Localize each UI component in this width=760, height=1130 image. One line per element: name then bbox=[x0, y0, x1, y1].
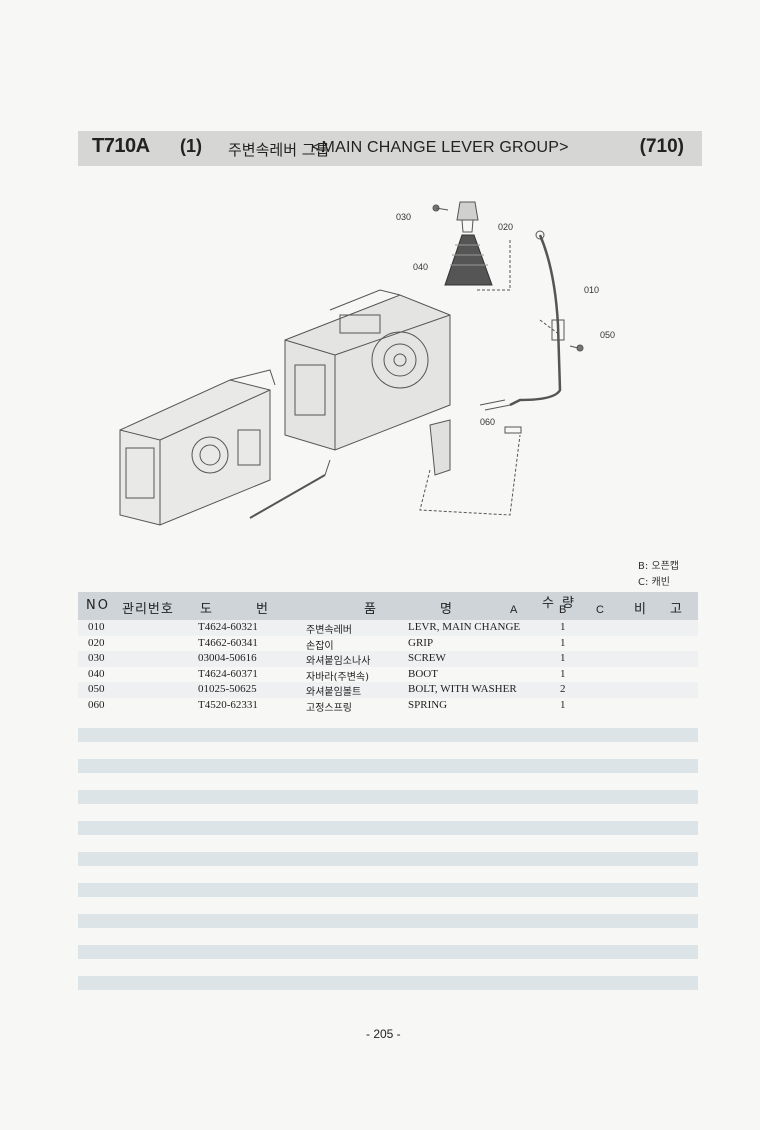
empty-band bbox=[78, 790, 698, 804]
row-qty-b: 2 bbox=[560, 683, 566, 695]
table-row: 030 03004-50616 와셔붙임소나사 SCREW 1 bbox=[78, 651, 698, 667]
header-quantity: 수량 bbox=[542, 596, 582, 611]
row-name-korean: 자바라(주변속) bbox=[306, 671, 370, 683]
header-remarks-1: 비 bbox=[634, 602, 646, 617]
row-qty-b: 1 bbox=[560, 636, 566, 649]
row-qty-b: 1 bbox=[560, 667, 566, 680]
lever-010-drawing bbox=[509, 230, 565, 407]
empty-band bbox=[78, 852, 698, 866]
row-no: 010 bbox=[88, 621, 105, 633]
callout-060: 060 bbox=[480, 417, 495, 427]
header-part-number-1: 도 bbox=[200, 602, 212, 617]
parts-table-body: 010 T4624-60321 주변속레버 LEVR, MAIN CHANGE … bbox=[78, 620, 698, 714]
empty-band bbox=[78, 883, 698, 897]
bolt-050-drawing bbox=[569, 344, 584, 352]
header-management-number: 관리번호 bbox=[122, 602, 174, 617]
row-no: 030 bbox=[88, 652, 105, 664]
title-bar: T710A (1) 주변속레버 그룹 <MAIN CHANGE LEVER GR… bbox=[78, 131, 702, 166]
header-part-name-2: 명 bbox=[440, 602, 452, 617]
callout-050: 050 bbox=[600, 330, 615, 340]
table-row: 050 01025-50625 와셔붙임볼트 BOLT, WITH WASHER… bbox=[78, 682, 698, 698]
header-qty-c: C bbox=[596, 604, 604, 616]
row-name-english: BOOT bbox=[408, 667, 438, 680]
empty-band bbox=[78, 728, 698, 742]
row-no: 060 bbox=[88, 698, 105, 711]
row-no: 050 bbox=[88, 683, 105, 695]
callout-020: 020 bbox=[498, 222, 513, 232]
header-part-name-1: 품 bbox=[364, 602, 376, 617]
row-name-english: SCREW bbox=[408, 652, 446, 664]
legend-c: C: 캐빈 bbox=[638, 577, 670, 588]
table-row: 040 T4624-60371 자바라(주변속) BOOT 1 bbox=[78, 666, 698, 683]
row-name-korean: 주변속레버 bbox=[306, 625, 352, 636]
row-name-korean: 와셔붙임볼트 bbox=[306, 687, 362, 698]
row-name-english: BOLT, WITH WASHER bbox=[408, 683, 517, 695]
row-no: 040 bbox=[88, 667, 105, 680]
group-number: (710) bbox=[639, 136, 684, 157]
callout-040: 040 bbox=[413, 262, 428, 272]
empty-band bbox=[78, 914, 698, 928]
table-row: 020 T4662-60341 손잡이 GRIP 1 bbox=[78, 635, 698, 652]
boot-040-drawing bbox=[444, 234, 493, 286]
row-part-number: T4662-60341 bbox=[198, 636, 258, 649]
row-no: 020 bbox=[88, 636, 105, 649]
header-qty-b: B bbox=[559, 604, 567, 616]
parts-table-header: NO 관리번호 도 번 품 명 수량 A B C 비 고 bbox=[78, 592, 698, 620]
empty-band bbox=[78, 945, 698, 959]
row-name-korean: 와셔붙임소나사 bbox=[306, 656, 371, 667]
legend-b: B: 오픈캡 bbox=[638, 561, 680, 572]
header-part-number-2: 번 bbox=[256, 602, 268, 617]
grip-020-drawing bbox=[456, 201, 479, 233]
model-code: T710A bbox=[92, 135, 150, 157]
spring-060-drawing bbox=[429, 399, 522, 476]
title-english: <MAIN CHANGE LEVER GROUP> bbox=[312, 139, 569, 156]
page-number: - 205 - bbox=[366, 1027, 401, 1041]
row-part-number: T4624-60371 bbox=[198, 667, 258, 680]
row-part-number: 01025-50625 bbox=[198, 683, 257, 695]
exploded-parts-diagram: 030 020 040 010 050 060 bbox=[119, 201, 615, 526]
header-no: NO bbox=[86, 598, 110, 613]
section-number: (1) bbox=[180, 136, 202, 156]
row-name-english: LEVR, MAIN CHANGE bbox=[408, 621, 521, 633]
empty-band bbox=[78, 759, 698, 773]
table-row: 060 T4520-62331 고정스프링 SPRING 1 bbox=[78, 697, 698, 714]
transmission-case-drawing bbox=[284, 289, 451, 451]
rear-housing-drawing bbox=[119, 369, 276, 526]
callout-030: 030 bbox=[396, 212, 411, 222]
row-part-number: 03004-50616 bbox=[198, 652, 257, 664]
row-name-korean: 손잡이 bbox=[306, 640, 334, 652]
table-row: 010 T4624-60321 주변속레버 LEVR, MAIN CHANGE … bbox=[78, 620, 698, 636]
empty-band bbox=[78, 976, 698, 990]
row-part-number: T4624-60321 bbox=[198, 621, 258, 633]
empty-band bbox=[78, 821, 698, 835]
header-qty-a: A bbox=[510, 604, 518, 616]
title-korean: 주변속레버 그룹 bbox=[228, 141, 330, 159]
row-name-english: GRIP bbox=[408, 636, 434, 649]
row-part-number: T4520-62331 bbox=[198, 698, 258, 711]
row-qty-b: 1 bbox=[560, 621, 566, 633]
header-remarks-2: 고 bbox=[670, 602, 682, 617]
screw-030-drawing bbox=[432, 204, 449, 212]
row-qty-b: 1 bbox=[560, 698, 566, 711]
row-name-korean: 고정스프링 bbox=[306, 702, 352, 714]
row-qty-b: 1 bbox=[560, 652, 566, 664]
callout-010: 010 bbox=[584, 285, 599, 295]
row-name-english: SPRING bbox=[408, 698, 448, 711]
